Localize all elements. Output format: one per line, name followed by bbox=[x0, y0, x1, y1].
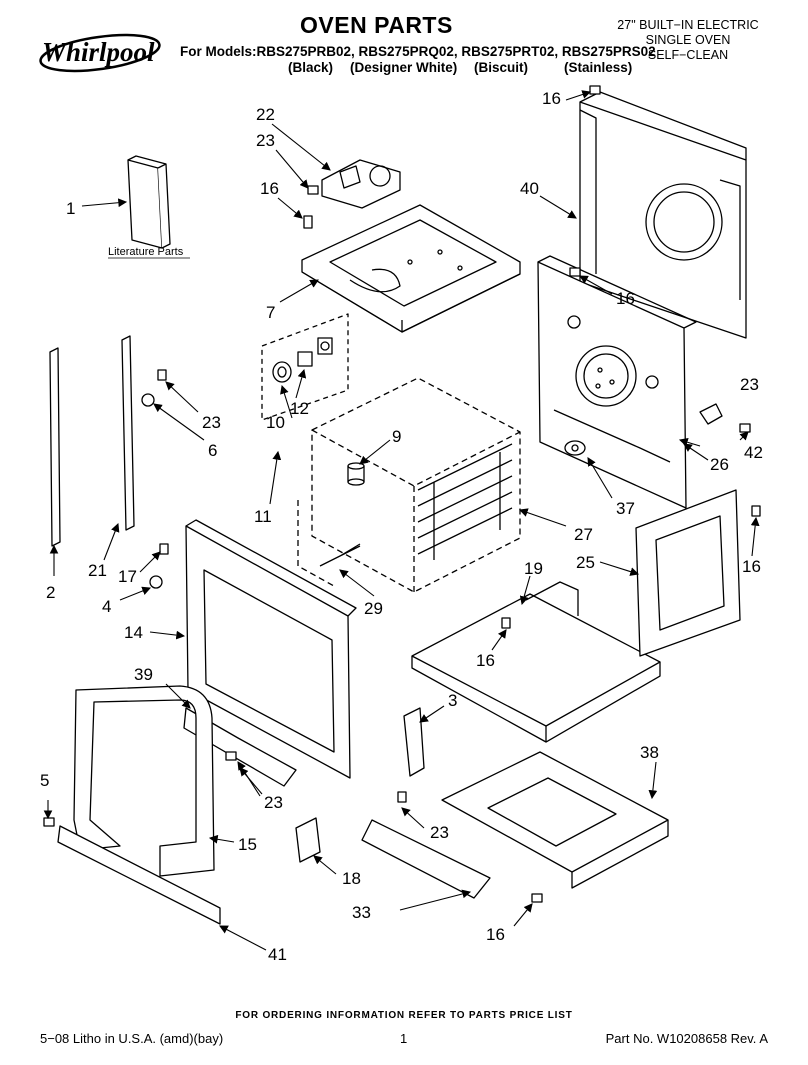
callout-41: 41 bbox=[268, 945, 287, 964]
page-title: OVEN PARTS bbox=[300, 12, 453, 38]
temperature-sensor bbox=[319, 543, 361, 567]
oven-cavity bbox=[297, 377, 521, 593]
litho-info: 5−08 Litho in U.S.A. (amd)(bay) bbox=[40, 1031, 224, 1046]
callout-25: 25 bbox=[576, 553, 595, 572]
callout-33: 33 bbox=[352, 903, 371, 922]
front-frame bbox=[185, 519, 357, 779]
callout-15: 15 bbox=[238, 835, 257, 854]
callout-16: 16 bbox=[542, 89, 561, 108]
callout-16: 16 bbox=[616, 289, 635, 308]
side-panel-25 bbox=[635, 489, 741, 657]
callout-6: 6 bbox=[208, 441, 217, 460]
color-biscuit: (Biscuit) bbox=[474, 60, 528, 75]
oven-light-fixture bbox=[564, 440, 586, 456]
door-gasket bbox=[73, 685, 215, 877]
bottom-trim-41 bbox=[57, 825, 221, 925]
door-lock-motor bbox=[321, 159, 401, 209]
bracket-18 bbox=[295, 817, 321, 863]
callout-39: 39 bbox=[134, 665, 153, 684]
grommet-4 bbox=[149, 575, 163, 589]
callout-23: 23 bbox=[256, 131, 275, 150]
callout-16: 16 bbox=[476, 651, 495, 670]
callout-16: 16 bbox=[486, 925, 505, 944]
ordering-info: FOR ORDERING INFORMATION REFER TO PARTS … bbox=[235, 1010, 573, 1021]
callout-2: 2 bbox=[46, 583, 55, 602]
callout-23: 23 bbox=[202, 413, 221, 432]
callout-23: 23 bbox=[740, 375, 759, 394]
callout-23: 23 bbox=[264, 793, 283, 812]
oven-racks bbox=[417, 443, 513, 560]
callout-21: 21 bbox=[88, 561, 107, 580]
color-black: (Black) bbox=[288, 60, 334, 75]
callout-27: 27 bbox=[574, 525, 593, 544]
switch-12 bbox=[297, 337, 333, 367]
callout-11: 11 bbox=[254, 507, 272, 526]
exploded-parts-diagram: Literature Parts 22 23 16 7 1 40 16 16 1… bbox=[40, 85, 763, 964]
callout-10: 10 bbox=[266, 413, 285, 432]
description-line-1: 27" BUILT−IN ELECTRIC bbox=[617, 18, 759, 32]
callout-19: 19 bbox=[524, 559, 543, 578]
literature-parts-booklet bbox=[127, 155, 171, 249]
callout-40: 40 bbox=[520, 179, 539, 198]
color-designer-white: (Designer White) bbox=[350, 60, 458, 75]
callout-12: 12 bbox=[290, 399, 309, 418]
callout-7: 7 bbox=[266, 303, 275, 322]
callout-16: 16 bbox=[742, 557, 761, 576]
page-number: 1 bbox=[400, 1031, 408, 1046]
callout-14: 14 bbox=[124, 623, 143, 642]
callout-numbers: 22 23 16 7 1 40 16 16 10 12 23 6 9 11 21… bbox=[40, 89, 763, 964]
bake-element-sensor bbox=[347, 462, 365, 486]
part-number: Part No. W10208658 Rev. A bbox=[605, 1031, 768, 1046]
screws bbox=[43, 85, 761, 903]
callout-38: 38 bbox=[640, 743, 659, 762]
side-trim-strip bbox=[49, 347, 61, 547]
callout-18: 18 bbox=[342, 869, 361, 888]
callout-22: 22 bbox=[256, 105, 275, 124]
callout-42: 42 bbox=[744, 443, 763, 462]
callout-29: 29 bbox=[364, 599, 383, 618]
callout-1: 1 bbox=[66, 199, 75, 218]
cavity-top-cover bbox=[411, 581, 661, 743]
bracket-3 bbox=[403, 707, 425, 777]
rear-heat-shield bbox=[579, 91, 747, 339]
callout-23: 23 bbox=[430, 823, 449, 842]
brand-wordmark: Whirlpool bbox=[42, 37, 155, 67]
oven-description: 27" BUILT−IN ELECTRIC SINGLE OVEN SELF−C… bbox=[608, 18, 768, 63]
callout-5: 5 bbox=[40, 771, 49, 790]
selector-knob-10 bbox=[272, 361, 292, 383]
callout-4: 4 bbox=[102, 597, 111, 616]
description-line-2: SINGLE OVEN bbox=[645, 33, 731, 47]
callout-3: 3 bbox=[448, 691, 457, 710]
callout-16: 16 bbox=[260, 179, 279, 198]
side-trim-21 bbox=[121, 335, 135, 531]
top-panel bbox=[301, 204, 521, 333]
callout-37: 37 bbox=[616, 499, 635, 518]
color-stainless: (Stainless) bbox=[564, 60, 633, 75]
callout-leaders bbox=[43, 90, 760, 951]
description-line-3: SELF−CLEAN bbox=[647, 48, 729, 62]
spacer-6 bbox=[141, 393, 155, 407]
bottom-frame bbox=[441, 751, 669, 889]
whirlpool-logo: Whirlpool bbox=[39, 33, 161, 73]
vent-duct-33 bbox=[361, 819, 491, 899]
callout-9: 9 bbox=[392, 427, 401, 446]
models-line: For Models:RBS275PRB02, RBS275PRQ02, RBS… bbox=[180, 44, 656, 59]
callout-17: 17 bbox=[118, 567, 137, 586]
literature-parts-label: Literature Parts bbox=[108, 246, 184, 258]
bracket-42 bbox=[699, 403, 723, 425]
callout-26: 26 bbox=[710, 455, 729, 474]
